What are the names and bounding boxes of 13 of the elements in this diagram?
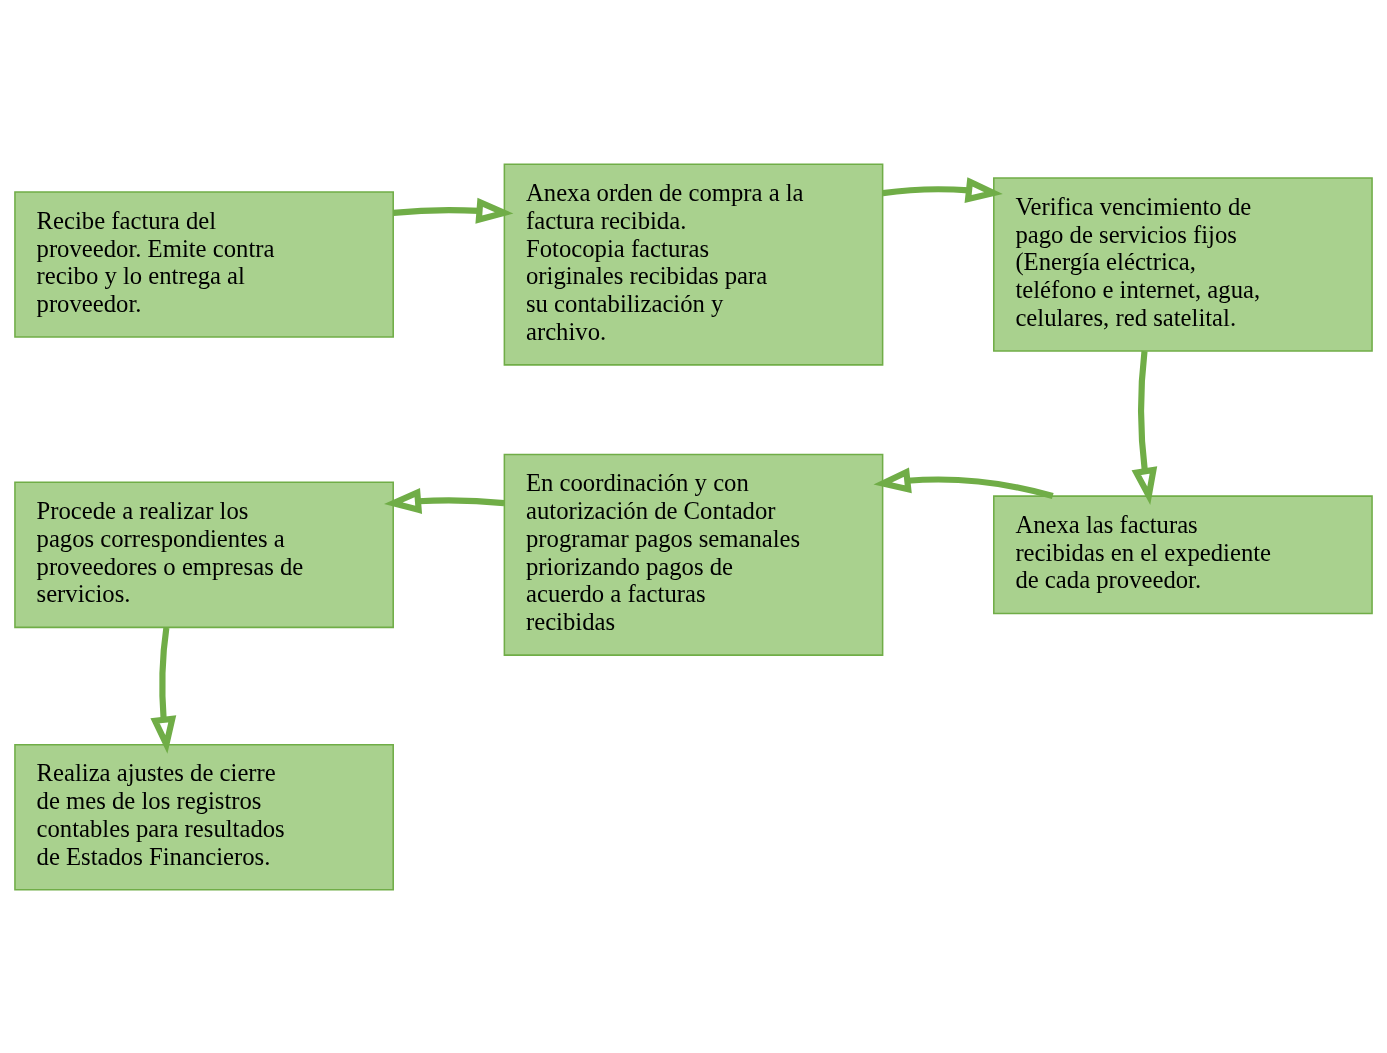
arrow [393,197,514,224]
arrow [882,176,1003,203]
node-box: Recibe factura del proveedor. Emite contra recibo y lo entrega al proveedor. [14,190,394,338]
arrow [873,466,1054,499]
node-box: Anexa orden de compra a la factura recibida. Fotocopia facturas originales recibidas para su contabilización y archivo. [503,162,884,366]
arrow [150,627,177,754]
node-box: Realiza ajustes de cierre de mes de los registros contables para resultados de Estados Financieros. [14,743,394,891]
arrow [384,487,505,514]
arrow [1131,350,1158,505]
node-box: Procede a realizar los pagos correspondientes a proveedores o empresas de servicios. [14,480,394,628]
node-box: Verifica vencimiento de pago de servicios fijos (Energía eléctrica, teléfono e internet, agua, celulares, red satelital. [993,176,1373,352]
node-box: Anexa las facturas recibidas en el expediente de cada proveedor. [993,494,1373,614]
node-box: En coordinación y con autorización de Contador programar pagos semanales priorizando pagos de acuerdo a facturas recibidas [503,453,884,656]
